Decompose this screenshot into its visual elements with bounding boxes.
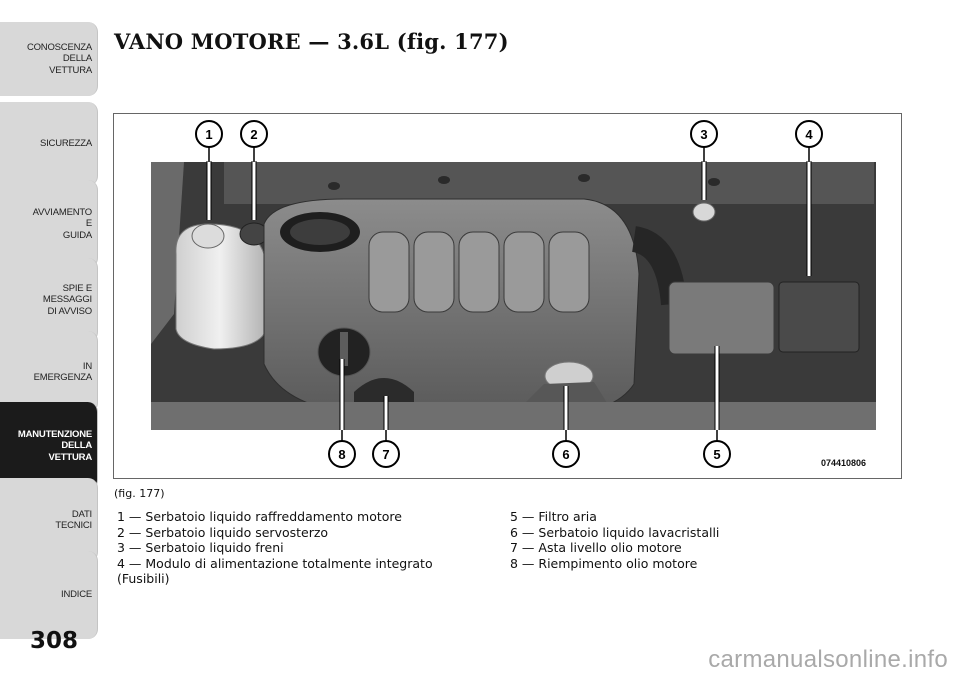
tab-label: DATI TECNICI (55, 508, 92, 532)
legend-item: 7 — Asta livello olio motore (510, 540, 682, 555)
bolt-hole (578, 174, 590, 182)
tab-sicurezza[interactable]: SICUREZZA (0, 102, 98, 186)
air-filter-box (668, 281, 775, 355)
legend-item: 3 — Serbatoio liquido freni (117, 540, 284, 555)
tab-label: MANUTENZIONE DELLA VETTURA (17, 428, 92, 463)
callout-6: 6 (562, 447, 569, 462)
legend-item: 5 — Filtro aria (510, 509, 597, 524)
engine-bay-figure: 1 2 3 4 5 6 7 8 074410806 (113, 113, 902, 479)
cover-rib (548, 231, 590, 313)
cover-rib (413, 231, 455, 313)
tab-avviamento[interactable]: AVVIAMENTO E GUIDA (0, 180, 98, 268)
legend-item: 4 — Modulo di alimentazione totalmente i… (117, 555, 433, 571)
legend-item: (Fusibili) (117, 571, 170, 586)
tab-label: SICUREZZA (39, 138, 92, 150)
engine-bay-illustration: 1 2 3 4 5 6 7 8 074410806 (114, 114, 901, 478)
callout-5: 5 (713, 447, 720, 462)
callout-circle (372, 440, 400, 468)
tab-spie[interactable]: SPIE E MESSAGGI DI AVVISO (0, 258, 98, 342)
legend-item: 2 — Serbatoio liquido servosterzo (117, 524, 329, 540)
callout-8: 8 (338, 447, 345, 462)
callout-3: 3 (700, 127, 707, 142)
legend-right: 5 — Filtro aria 6 — Serbatoio liquido la… (510, 509, 810, 571)
tab-label: SPIE E MESSAGGI DI AVVISO (42, 282, 92, 317)
section-title: VANO MOTORE — 3.6L (fig. 177) (114, 29, 509, 54)
tab-dati-tecnici[interactable]: DATI TECNICI (0, 478, 98, 562)
fuse-box (778, 281, 860, 353)
tab-label: IN EMERGENZA (33, 360, 93, 384)
tab-conoscenza[interactable]: CONOSCENZA DELLA VETTURA (0, 22, 98, 96)
left-fender (151, 162, 184, 344)
callout-4: 4 (805, 127, 813, 142)
legend-left: 1 — Serbatoio liquido raffreddamento mot… (117, 509, 477, 587)
callout-circle (328, 440, 356, 468)
page-number: 308 (30, 628, 79, 654)
tab-indice[interactable]: INDICE (0, 551, 98, 639)
watermark: carmanualsonline.info (708, 646, 948, 673)
callout-circle (552, 440, 580, 468)
tab-manutenzione[interactable]: MANUTENZIONE DELLA VETTURA (0, 402, 98, 490)
legend-item: 6 — Serbatoio liquido lavacristalli (510, 524, 720, 540)
cover-rib (368, 231, 410, 313)
callout-7: 7 (382, 447, 389, 462)
cowl-panel (224, 162, 874, 204)
coolant-cap (191, 223, 225, 249)
bolt-hole (328, 182, 340, 190)
figure-caption: (fig. 177) (114, 487, 165, 500)
callout-circle (690, 120, 718, 148)
callout-circle (703, 440, 731, 468)
brake-reservoir (692, 202, 716, 222)
callout-2: 2 (250, 127, 257, 142)
tab-label: INDICE (61, 589, 92, 601)
front-crossmember (151, 402, 876, 430)
callout-circle (240, 120, 268, 148)
legend-item: 8 — Riempimento olio motore (510, 555, 698, 571)
legend-item: 1 — Serbatoio liquido raffreddamento mot… (117, 509, 402, 524)
callout-1: 1 (205, 127, 212, 142)
tab-label: CONOSCENZA DELLA VETTURA (26, 41, 92, 76)
cover-rib (503, 231, 545, 313)
tab-label: AVVIAMENTO E GUIDA (32, 206, 93, 241)
oil-fill-cap-handle (340, 332, 348, 366)
callout-circle (795, 120, 823, 148)
figure-code: 074410806 (821, 458, 866, 468)
cover-rib (458, 231, 500, 313)
callout-circle (195, 120, 223, 148)
tab-emergenza[interactable]: IN EMERGENZA (0, 331, 98, 413)
bolt-hole (438, 176, 450, 184)
bolt-hole (708, 178, 720, 186)
oil-filler-cap-ring (290, 219, 350, 245)
